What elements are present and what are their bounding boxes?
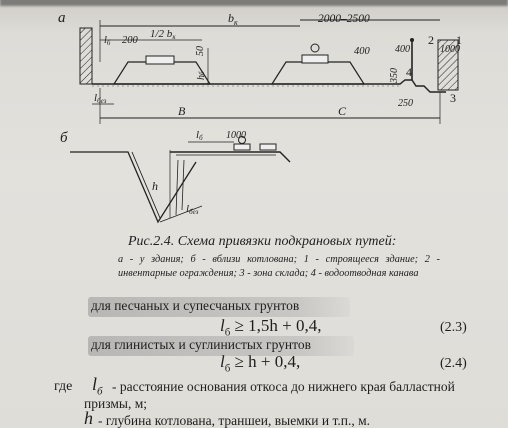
dim-ls-b: lб <box>196 129 203 142</box>
label-C: C <box>338 104 347 118</box>
left-building-wall <box>79 27 93 85</box>
label-h: h <box>152 179 158 193</box>
dim-2000-2500: 2000–2500 <box>318 13 370 25</box>
rail-b-1 <box>233 143 251 151</box>
crane-wheel-b <box>238 136 246 144</box>
dim-350: 350 <box>389 68 400 84</box>
right-rail <box>301 54 329 64</box>
label-clay-soils: для глинистых и суглинистых грунтов <box>91 337 311 352</box>
dim-400-left: 400 <box>354 46 371 57</box>
rail-b-2 <box>259 143 277 151</box>
dim-1000-b: 1000 <box>226 130 246 141</box>
dim-250: 250 <box>398 98 413 109</box>
label-sandy-soils: для песчаных и супесчаных грунтов <box>91 298 300 313</box>
def-symbol-h: h <box>84 408 93 428</box>
def-lb-text-1: - расстояние основания откоса до нижнего… <box>112 379 455 394</box>
fence-cap <box>410 38 414 42</box>
num-3-label: 3 <box>450 91 456 105</box>
where-word: где <box>54 379 73 394</box>
num-1-label: 1 <box>456 33 462 47</box>
num-4-label: 4 <box>406 65 412 79</box>
right-ballast-prism <box>270 61 366 85</box>
dim-hb: hб <box>196 71 207 80</box>
right-building-wall <box>437 39 459 91</box>
ground-line <box>92 79 446 93</box>
left-rail <box>145 55 175 65</box>
dim-1000-a: 1000 <box>440 44 460 55</box>
dim-ls-a: lб <box>104 35 111 47</box>
highlight-sandy <box>88 297 350 317</box>
dim-bk: bк <box>228 11 238 27</box>
equation-number-2-4: (2.4) <box>440 356 467 371</box>
def-h-text: - глубина котлована, траншеи, выемки и т… <box>98 413 371 428</box>
dim-50: 50 <box>195 46 206 56</box>
def-lb-text-2: призмы, м; <box>84 396 147 411</box>
equation-2-4: lб ≥ h + 0,4, <box>220 352 301 375</box>
dim-line-lbez-b <box>159 205 203 223</box>
def-symbol-lb: lб <box>92 374 103 398</box>
figure-caption-title: Рис.2.4. Схема привязки подкрановых путе… <box>128 234 397 249</box>
cropped-text-line <box>0 0 508 6</box>
dim-400-right: 400 <box>395 44 410 55</box>
shoring-2 <box>181 159 185 211</box>
crane-wheel-a <box>310 43 320 53</box>
shoring-1 <box>175 159 179 216</box>
dim-half-bk: 1/2 bк <box>150 28 176 41</box>
equation-number-2-3: (2.3) <box>440 320 467 335</box>
highlight-clay <box>88 336 354 356</box>
panel-b-label: б <box>60 130 68 146</box>
label-lbez-a: lбез <box>94 92 107 105</box>
label-B: B <box>178 104 186 118</box>
left-ballast-prism <box>112 61 212 85</box>
label-lbez-b: lбез <box>186 203 199 216</box>
ground-line-b <box>170 151 291 163</box>
crane-track-diagram: а 1 bк 2000–2500 200 lб 1/2 bк 50 hб 400… <box>58 10 462 224</box>
dim-200: 200 <box>122 35 139 46</box>
panel-a-label: а <box>58 10 66 26</box>
excavation-left-slope <box>131 151 161 219</box>
equation-2-3: lб ≥ 1,5h + 0,4, <box>220 316 322 339</box>
num-2-label: 2 <box>428 33 434 47</box>
figure-caption-body: а - у здания; б - вблизи котлована; 1 - … <box>118 254 440 279</box>
